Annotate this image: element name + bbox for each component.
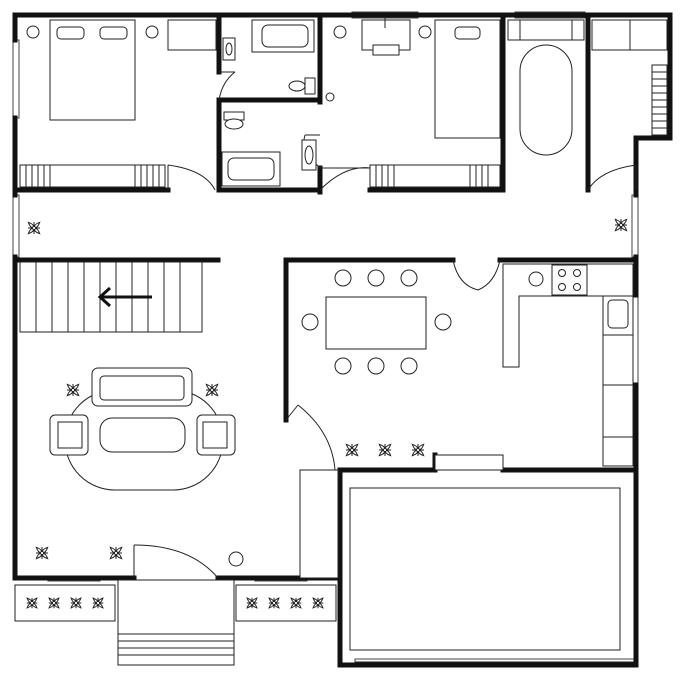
dining-chair — [400, 357, 418, 375]
shower-area — [591, 19, 668, 51]
potted-plant-icon — [109, 546, 123, 560]
garage-inner-outline — [349, 487, 621, 651]
door-dining — [285, 404, 336, 471]
dining-chair — [367, 357, 385, 375]
potted-plant-icon — [268, 597, 280, 609]
potted-plant-icon — [92, 597, 104, 609]
lamp — [26, 25, 40, 39]
bathtub-frame — [507, 19, 585, 41]
plants — [26, 218, 628, 609]
bed — [434, 19, 501, 139]
window-right-hall — [631, 194, 639, 258]
window-left-upper — [12, 39, 20, 119]
toilet — [288, 77, 316, 95]
coffee-table — [99, 417, 186, 453]
bedroom-1 — [19, 19, 217, 188]
dining-chair — [334, 357, 352, 375]
dining-chair — [367, 269, 385, 287]
sink — [607, 299, 629, 329]
potted-plant-icon — [205, 383, 219, 397]
stove-icon — [551, 264, 588, 296]
kitchen-counter — [502, 263, 634, 368]
potted-plant-icon — [26, 597, 38, 609]
lamp — [418, 25, 432, 39]
kitchen — [502, 263, 634, 467]
dining-chair — [434, 313, 452, 331]
potted-plant-icon — [614, 218, 628, 232]
dining-chair — [334, 269, 352, 287]
sink — [222, 37, 236, 61]
wardrobe — [19, 164, 166, 188]
bedroom-2 — [325, 18, 501, 188]
window-left-hall — [12, 194, 20, 258]
living-room-seating — [49, 367, 236, 491]
dining-chair — [301, 313, 319, 331]
potted-plant-icon — [312, 597, 324, 609]
entry-side-panel — [299, 469, 339, 579]
bathroom-right — [507, 19, 668, 156]
door-bathroom-right — [587, 164, 637, 191]
entry-steps — [117, 579, 235, 666]
door-bath-upper — [218, 71, 236, 101]
potted-plant-icon — [35, 546, 49, 560]
kitchen-sink-round — [528, 271, 544, 287]
dresser — [167, 19, 217, 51]
door-entry — [133, 544, 219, 579]
door-bedroom-2 — [319, 167, 371, 191]
doors — [133, 71, 637, 579]
sofa-seat — [99, 375, 185, 401]
pillow — [56, 26, 85, 40]
lamp — [145, 25, 159, 39]
umbrella-stand — [228, 551, 244, 567]
potted-plant-icon — [290, 597, 302, 609]
stair-direction-arrow-icon — [97, 286, 152, 308]
dining-table — [325, 296, 427, 350]
potted-plant-icon — [48, 597, 60, 609]
door-bedroom-1 — [167, 164, 216, 191]
dining-area — [301, 269, 452, 375]
towel-rack — [651, 64, 668, 136]
potted-plant-icon — [27, 221, 41, 235]
potted-plant-icon — [411, 443, 425, 457]
staircase — [19, 261, 203, 333]
garage — [349, 454, 621, 651]
potted-plant-icon — [345, 443, 359, 457]
pillow — [99, 26, 128, 40]
door-kitchen — [452, 259, 501, 291]
sink — [301, 139, 317, 171]
entry — [14, 469, 339, 666]
wardrobe — [369, 164, 501, 188]
dining-chair — [400, 269, 418, 287]
potted-plant-icon — [246, 597, 258, 609]
bathtub-inner — [261, 24, 309, 48]
potted-plant-icon — [70, 597, 82, 609]
lamp — [333, 25, 347, 39]
bathtub — [519, 44, 573, 156]
potted-plant-icon — [66, 383, 80, 397]
bathtub-inner — [227, 157, 275, 181]
potted-plant-icon — [378, 443, 392, 457]
desk-with-chair — [361, 18, 411, 56]
toilet — [223, 111, 245, 130]
bathroom-middle — [221, 19, 317, 187]
side-table — [325, 92, 335, 102]
closet — [434, 454, 504, 471]
pillow — [454, 26, 481, 40]
